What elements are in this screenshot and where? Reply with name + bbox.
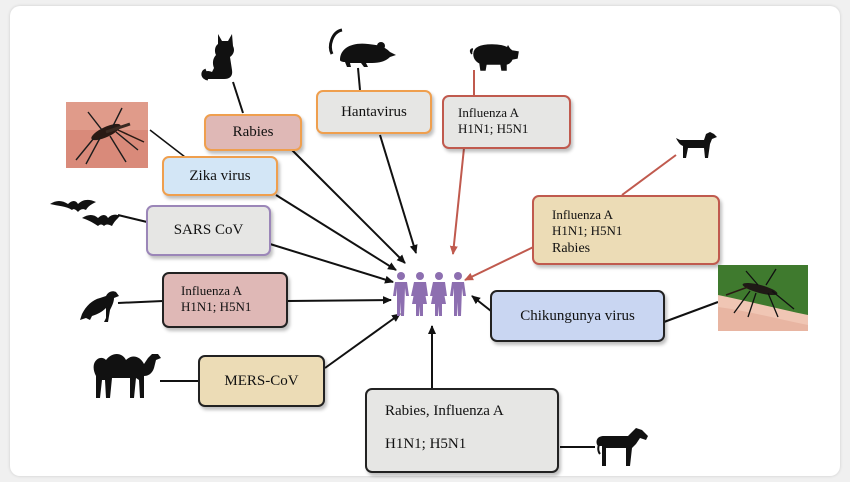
mosquito-photo-right: [718, 265, 808, 331]
rat-to-hantavirus-line: [357, 67, 361, 91]
hantavirus-arrow: [379, 134, 418, 254]
camel-icon: [93, 354, 161, 398]
sars-box: SARS CoV: [146, 205, 271, 256]
sars-label: SARS CoV: [173, 222, 244, 239]
chikungunya-label: Chikungunya virus: [520, 307, 635, 324]
influenza-bird-line1: Influenza A: [181, 283, 243, 298]
influenza-bird-arrow: [287, 296, 392, 305]
influenza-dog-line1: Influenza A: [552, 207, 614, 222]
influenza-dog-line2: H1N1; H5N1: [552, 223, 623, 239]
mers-label: MERS-CoV: [224, 372, 299, 389]
horse-line1: Rabies, Influenza A: [385, 403, 504, 419]
influenza-bird-box: Influenza A H1N1; H5N1: [162, 272, 288, 328]
zika-box: Zika virus: [162, 156, 278, 196]
influenza-dog-line3: Rabies: [552, 240, 591, 256]
dog-to-influenza-line: [621, 154, 677, 196]
horse-disease-box: Rabies, Influenza A H1N1; H5N1: [365, 388, 559, 473]
hantavirus-label: Hantavirus: [341, 103, 407, 120]
hantavirus-box: Hantavirus: [316, 90, 432, 134]
chikungunya-box: Chikungunya virus: [490, 290, 665, 342]
mers-arrow: [324, 313, 401, 369]
pig-icon: [469, 44, 519, 71]
sars-arrow: [269, 243, 394, 284]
influenza-dog-box: Influenza A H1N1; H5N1 Rabies: [532, 195, 720, 265]
people-group-icon: [393, 272, 466, 316]
mers-box: MERS-CoV: [198, 355, 325, 407]
cat-icon: [201, 34, 234, 81]
cat-to-rabies-line: [232, 81, 244, 114]
bats-icon: [50, 199, 120, 226]
mosquito-to-zika-line: [149, 129, 186, 158]
zika-arrow: [275, 194, 397, 271]
rabies-box: Rabies: [204, 114, 302, 151]
mosquito-photo: [66, 102, 148, 168]
rabies-arrow: [289, 147, 406, 264]
influenza-pig-box: Influenza A H1N1; H5N1: [442, 95, 571, 149]
chikungunya-arrow: [471, 295, 492, 312]
bird-icon: [80, 291, 119, 322]
bird-to-influenza-line: [117, 300, 164, 304]
horse-icon: [596, 428, 648, 466]
mosquito-right-to-chikungunya-line: [663, 301, 719, 323]
influenza-pig-line1: Influenza A: [458, 105, 520, 120]
rabies-label: Rabies: [232, 124, 274, 141]
horse-line2: H1N1; H5N1: [385, 435, 467, 452]
influenza-pig-line2: H1N1; H5N1: [458, 121, 529, 137]
zika-label: Zika virus: [189, 167, 251, 184]
influenza-pig-arrow: [449, 147, 465, 255]
dog-icon: [676, 132, 717, 158]
influenza-bird-line2: H1N1; H5N1: [181, 299, 252, 315]
rat-icon: [328, 28, 396, 67]
bats-to-sars-line: [117, 214, 148, 223]
